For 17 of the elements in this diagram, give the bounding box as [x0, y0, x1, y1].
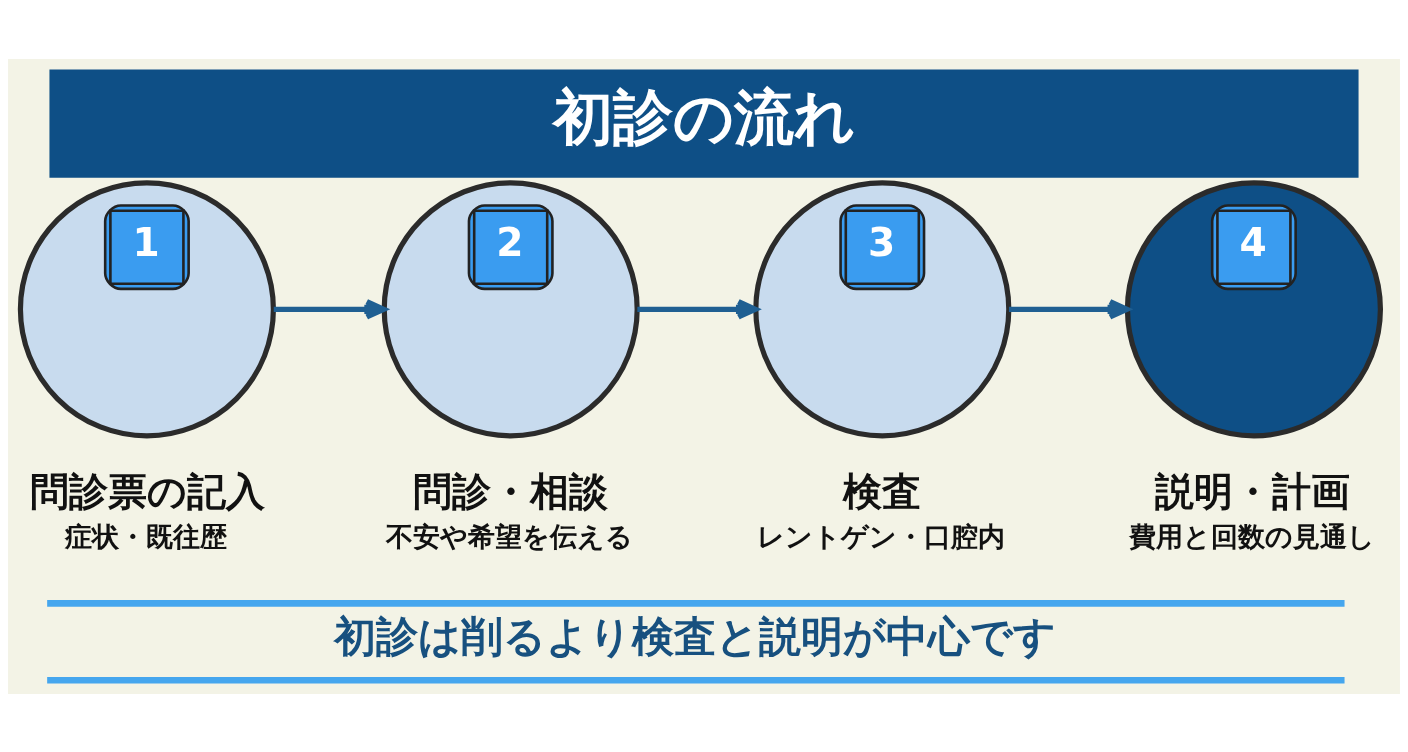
node-label: 費用と回数の見通し — [1128, 520, 1375, 552]
node-label: 不安や希望を伝える — [385, 520, 633, 552]
caption: 初診は削るより検査と説明が中心です — [334, 611, 1057, 661]
node-label: レントゲン・口腔内 — [757, 520, 1006, 552]
node-circle: 1 — [17, 179, 276, 438]
node-label: 症状・既往歴 — [64, 520, 227, 552]
node-circle: 4 — [1124, 179, 1383, 438]
node-label: 検査 — [843, 468, 922, 514]
node-label: 説明・計画 — [1155, 468, 1351, 514]
node-circle: 2 — [381, 179, 640, 438]
arrow — [273, 298, 387, 320]
arrow — [637, 298, 759, 320]
node-label: 問診票の記入 — [29, 468, 265, 514]
node-label: 問診・相談 — [412, 468, 608, 514]
arrow — [1008, 298, 1130, 320]
diagram-title: 初診の流れ — [552, 81, 855, 152]
node-circle: 3 — [753, 179, 1012, 438]
